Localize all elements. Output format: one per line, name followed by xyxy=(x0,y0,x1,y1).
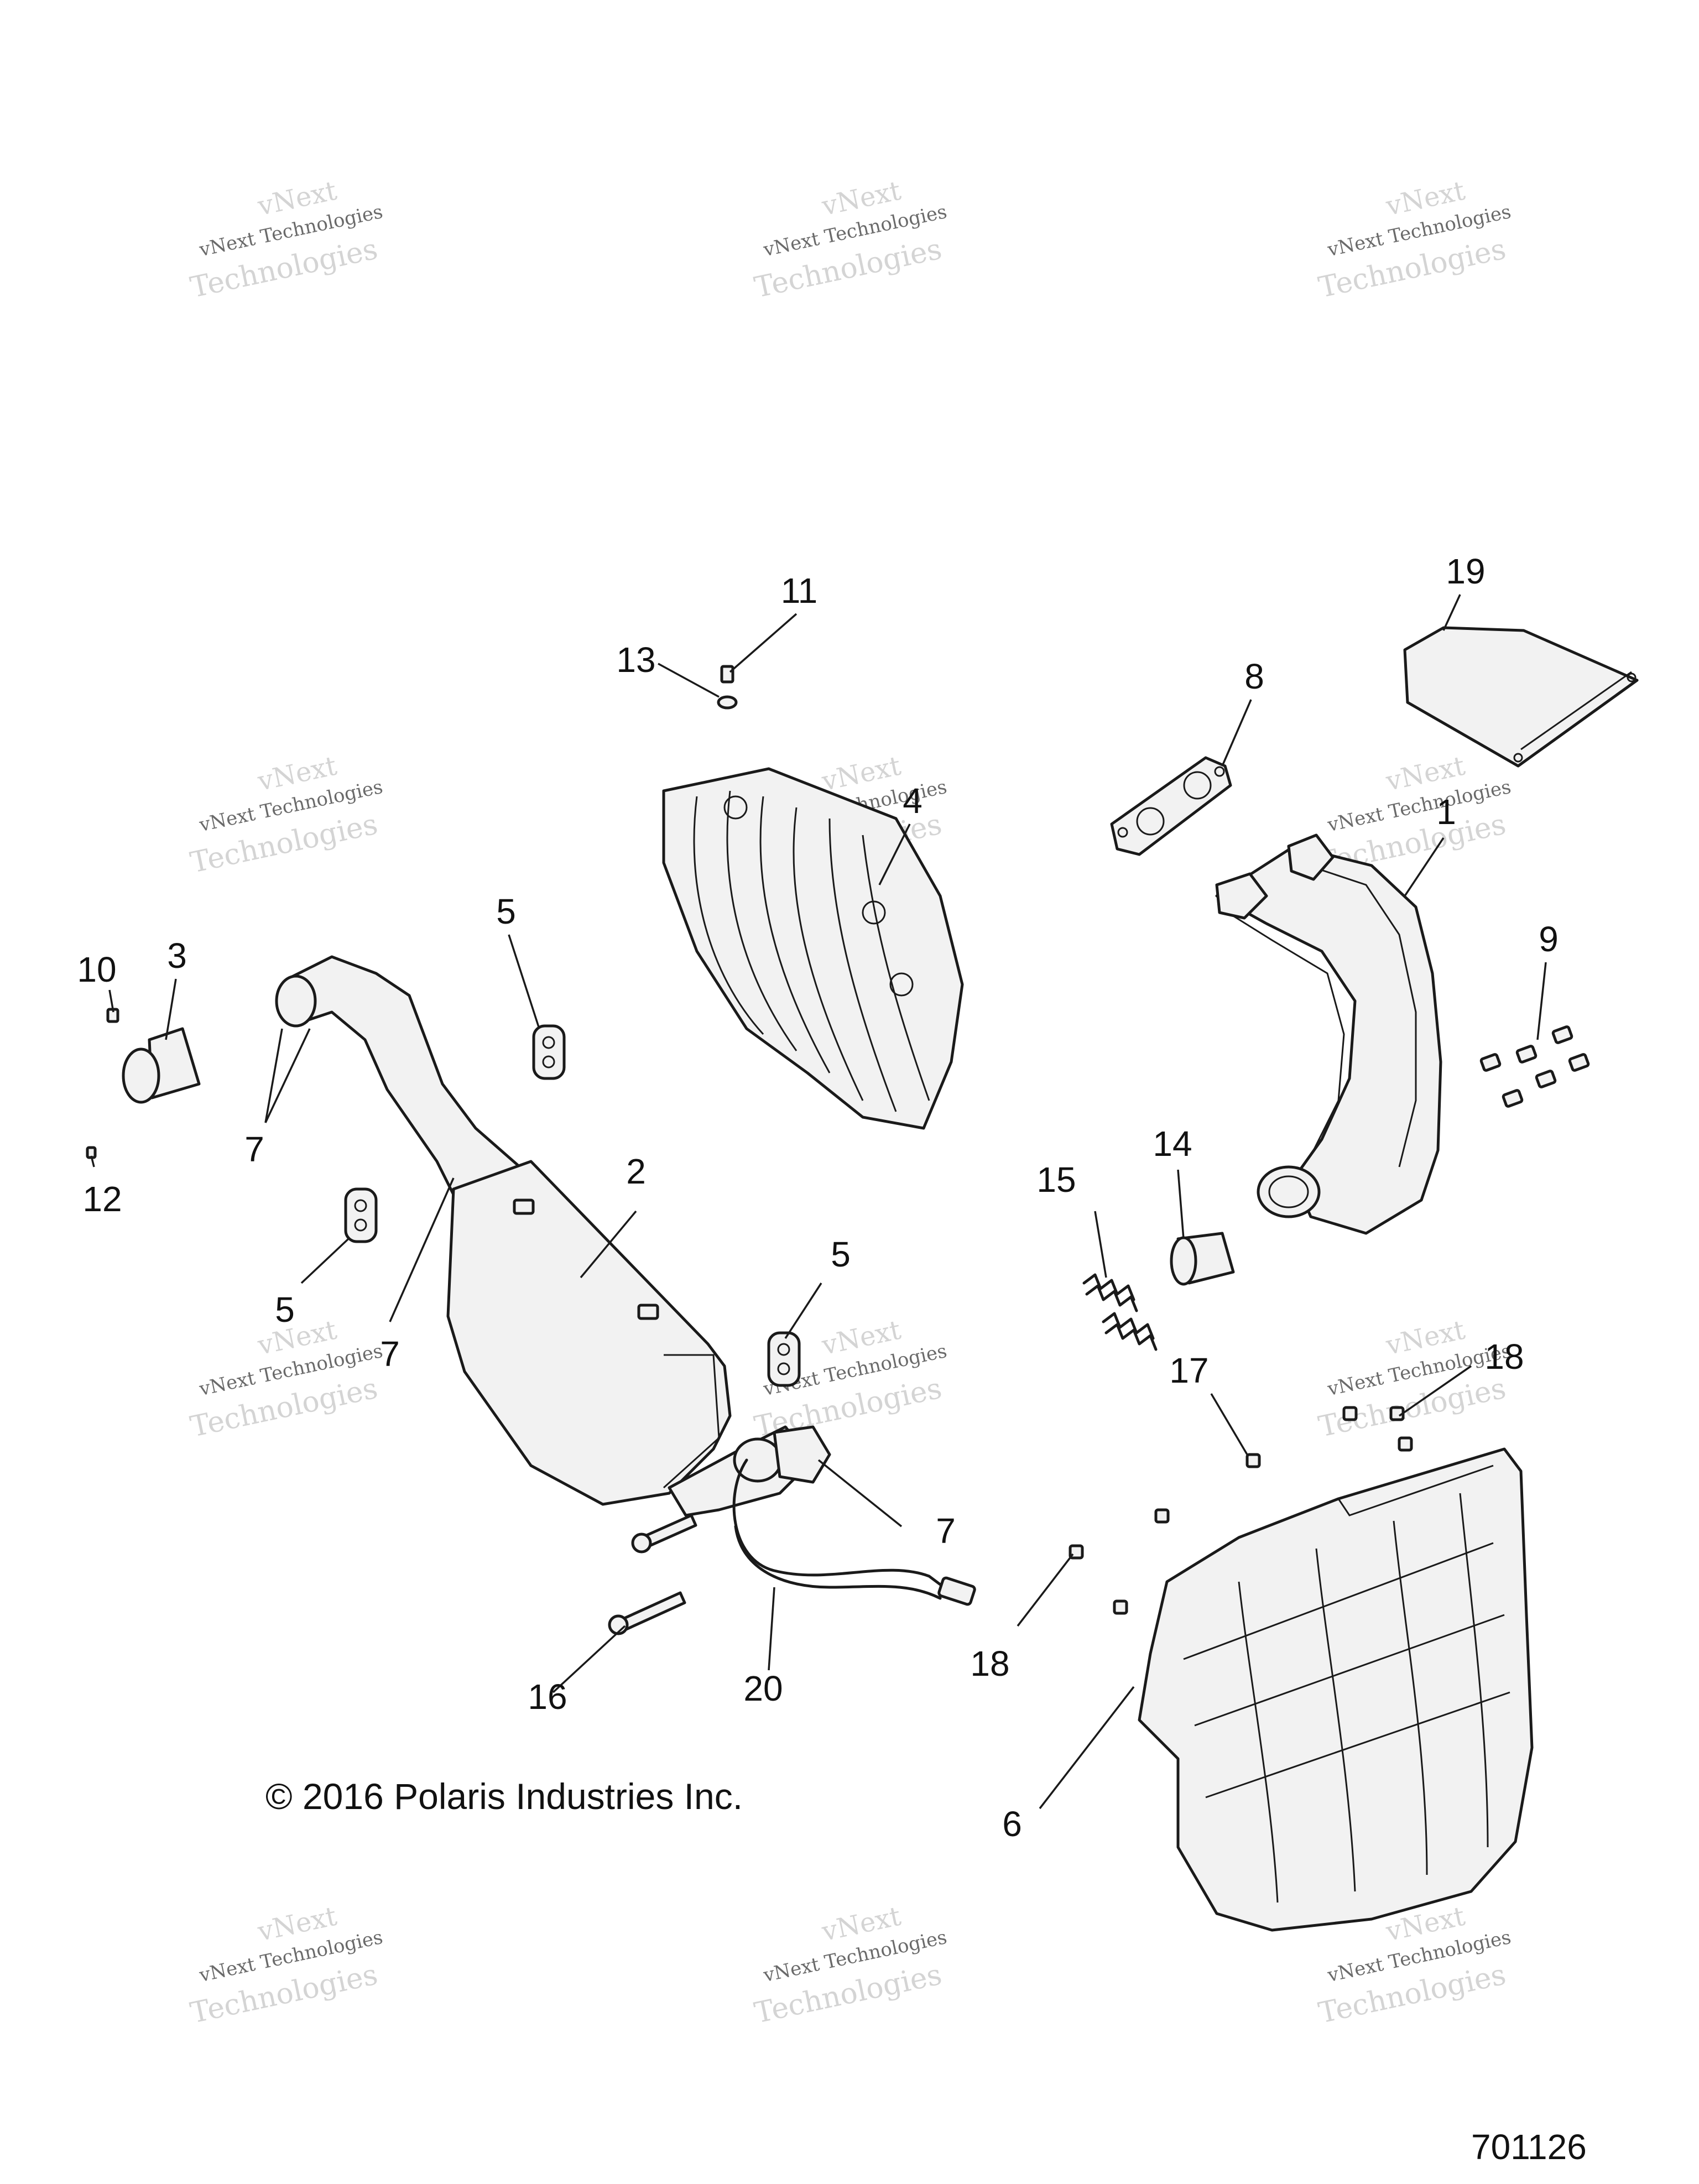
part-9-bolts xyxy=(1479,1025,1590,1108)
callout-19: 19 xyxy=(1446,551,1485,591)
part-5-isolator-right xyxy=(767,1331,801,1387)
callout-10: 10 xyxy=(77,950,116,989)
part-8-exhaust-gasket xyxy=(1110,756,1232,856)
callout-11: 11 xyxy=(781,571,817,611)
part-18-rivets xyxy=(1069,1406,1413,1615)
watermark-top-center: vNext vNext Technologies Technologies xyxy=(752,175,949,305)
part-6-lower-heat-shield xyxy=(1138,1447,1534,1932)
callout-8: 8 xyxy=(1244,656,1264,696)
callout-7-b: 7 xyxy=(380,1334,400,1374)
part-14-seal-ring xyxy=(1170,1232,1235,1286)
callout-labels: 19 8 1 9 4 11 13 3 10 12 7 7 7 2 5 5 5 1… xyxy=(77,551,1558,1844)
callout-9: 9 xyxy=(1539,919,1559,959)
callout-1: 1 xyxy=(1436,792,1456,832)
drawing-number: 701126 xyxy=(1471,2127,1587,2167)
leader-lines xyxy=(90,594,1547,1810)
part-17-rivet xyxy=(1245,1453,1261,1468)
part-4-upper-heat-shield xyxy=(662,767,964,1130)
part-5-isolator-left xyxy=(344,1187,378,1243)
callout-6: 6 xyxy=(1002,1804,1022,1844)
part-3-tailpipe-tip xyxy=(122,1027,201,1104)
callout-18-a: 18 xyxy=(1484,1337,1524,1377)
callout-5-b: 5 xyxy=(275,1290,295,1330)
callout-3: 3 xyxy=(167,936,187,976)
part-1-exhaust-header xyxy=(1215,833,1442,1235)
callout-4: 4 xyxy=(903,781,923,821)
watermark-bottom-center: vNext vNext Technologies Technologies xyxy=(752,1901,949,2030)
part-19-heat-shield-plate xyxy=(1403,626,1639,768)
part-5-isolator-upper xyxy=(532,1024,566,1080)
callout-20: 20 xyxy=(743,1669,783,1708)
watermark-mid-left: vNext vNext Technologies Technologies xyxy=(187,750,385,880)
watermark-bottom-left: vNext vNext Technologies Technologies xyxy=(187,1901,385,2030)
part-2-muffler xyxy=(275,955,831,1517)
copyright-notice: © 2016 Polaris Industries Inc. xyxy=(265,1776,743,1817)
callout-5-a: 5 xyxy=(496,892,516,931)
part-13-washer xyxy=(717,695,738,710)
callout-5-c: 5 xyxy=(831,1234,851,1274)
callout-15: 15 xyxy=(1036,1160,1076,1200)
callout-18-b: 18 xyxy=(970,1644,1009,1683)
part-15-springs xyxy=(1082,1273,1158,1351)
watermark-top-right: vNext vNext Technologies Technologies xyxy=(1316,175,1513,305)
part-16-bolts xyxy=(608,1514,697,1635)
part-11-bolt xyxy=(720,665,734,684)
callout-13: 13 xyxy=(616,640,655,680)
callout-7-c: 7 xyxy=(936,1511,956,1551)
callout-7-a: 7 xyxy=(244,1129,264,1169)
callout-14: 14 xyxy=(1153,1124,1192,1164)
callout-17: 17 xyxy=(1169,1351,1208,1390)
part-20-oxygen-sensor xyxy=(732,1458,976,1606)
callout-12: 12 xyxy=(82,1179,122,1219)
callout-16: 16 xyxy=(528,1677,567,1717)
watermark-top-left: vNext vNext Technologies Technologies xyxy=(187,175,385,305)
callout-2: 2 xyxy=(626,1151,646,1191)
